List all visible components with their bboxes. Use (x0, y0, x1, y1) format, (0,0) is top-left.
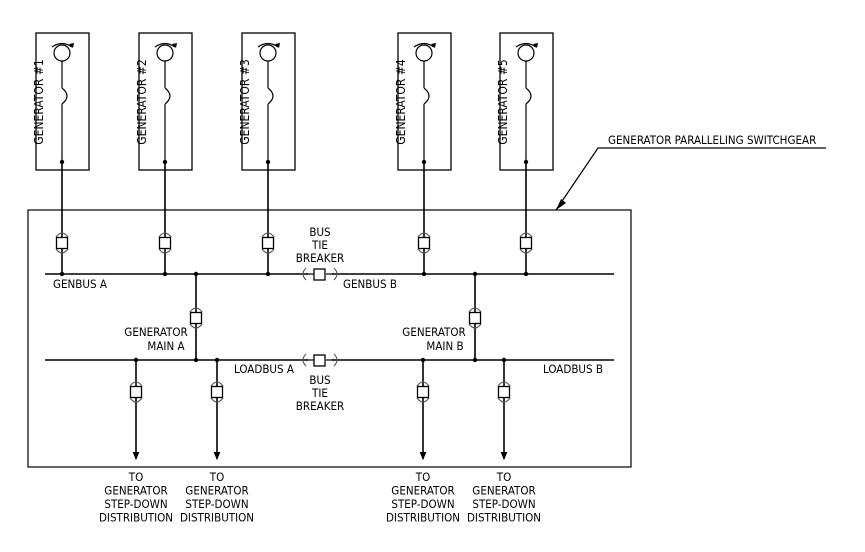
output-breaker (210, 385, 224, 399)
disconnect-icon (164, 87, 171, 105)
rotation-arrow-icon (515, 42, 537, 48)
generators-group: GENERATOR #1 GENERATOR #2 GENERATOR #3 GENE… (32, 32, 554, 277)
generator-1: GENERATOR #1 (32, 32, 90, 277)
upper-bus-tie-breaker (302, 267, 338, 281)
generator-breaker (519, 236, 533, 250)
outputs-group: TOGENERATORSTEP-DOWNDISTRIBUTIONTOGENERA… (99, 357, 541, 525)
main-b-label-2: MAIN B (426, 339, 463, 353)
output-label-line: STEP-DOWN (104, 497, 167, 511)
generator-breaker (158, 236, 172, 250)
rotation-arrow-icon (51, 42, 73, 48)
disconnect-icon (423, 87, 430, 105)
output-label-line: DISTRIBUTION (467, 511, 541, 525)
output-breaker (416, 385, 430, 399)
output-label-line: STEP-DOWN (391, 497, 454, 511)
output-label-line: STEP-DOWN (185, 497, 248, 511)
generator-5: GENERATOR #5 (496, 32, 554, 277)
output-label-line: DISTRIBUTION (180, 511, 254, 525)
genbus-b-label: GENBUS B (343, 277, 397, 291)
upper-tie-label-2: TIE (311, 238, 328, 252)
generator-label: GENERATOR #3 (238, 59, 252, 144)
main-a-label-1: GENERATOR (124, 325, 187, 339)
genbus-a-label: GENBUS A (53, 277, 107, 291)
generator-label: GENERATOR #2 (135, 59, 149, 144)
lower-bus-tie-breaker (302, 353, 338, 367)
output-label-line: DISTRIBUTION (386, 511, 460, 525)
generator-2: GENERATOR #2 (135, 32, 193, 277)
output-label-line: DISTRIBUTION (99, 511, 173, 525)
generator-label: GENERATOR #1 (32, 59, 46, 144)
main-a-label-2: MAIN A (147, 339, 184, 353)
loadbus-a-label: LOADBUS A (234, 362, 294, 376)
generator-label: GENERATOR #5 (496, 59, 510, 144)
switchgear-enclosure (27, 209, 632, 468)
generator-4: GENERATOR #4 (394, 32, 452, 277)
output-label-line: GENERATOR (104, 484, 167, 498)
output-label-line: TO (209, 470, 224, 484)
output-label-line: TO (415, 470, 430, 484)
upper-tie-label-1: BUS (309, 225, 330, 239)
output-label-line: TO (128, 470, 143, 484)
lower-tie-label-2: TIE (311, 386, 328, 400)
generator-main-a-breaker (189, 271, 203, 363)
disconnect-icon (61, 87, 68, 105)
upper-tie-label-3: BREAKER (296, 251, 344, 265)
output-label-line: GENERATOR (391, 484, 454, 498)
generator-breaker (55, 236, 69, 250)
lower-tie-label-3: BREAKER (296, 399, 344, 413)
loadbus-b-label: LOADBUS B (543, 362, 603, 376)
leader-arrowhead (556, 199, 566, 210)
output-label-line: GENERATOR (185, 484, 248, 498)
rotation-arrow-icon (413, 42, 435, 48)
generator-main-b-breaker (468, 271, 482, 363)
output-label-line: GENERATOR (472, 484, 535, 498)
generator-3: GENERATOR #3 (238, 32, 296, 277)
lower-tie-label-1: BUS (309, 373, 330, 387)
output-breaker (497, 385, 511, 399)
generator-label: GENERATOR #4 (394, 59, 408, 145)
output-label-line: TO (496, 470, 511, 484)
switchgear-label: GENERATOR PARALLELING SWITCHGEAR (608, 133, 816, 147)
switchgear-leader-line (555, 147, 826, 211)
rotation-arrow-icon (154, 42, 176, 48)
main-b-label-1: GENERATOR (402, 325, 465, 339)
rotation-arrow-icon (257, 42, 279, 48)
generator-breaker (417, 236, 431, 250)
disconnect-icon (267, 87, 274, 105)
generator-breaker (261, 236, 275, 250)
output-breaker (129, 385, 143, 399)
output-label-line: STEP-DOWN (472, 497, 535, 511)
disconnect-icon (525, 87, 532, 105)
